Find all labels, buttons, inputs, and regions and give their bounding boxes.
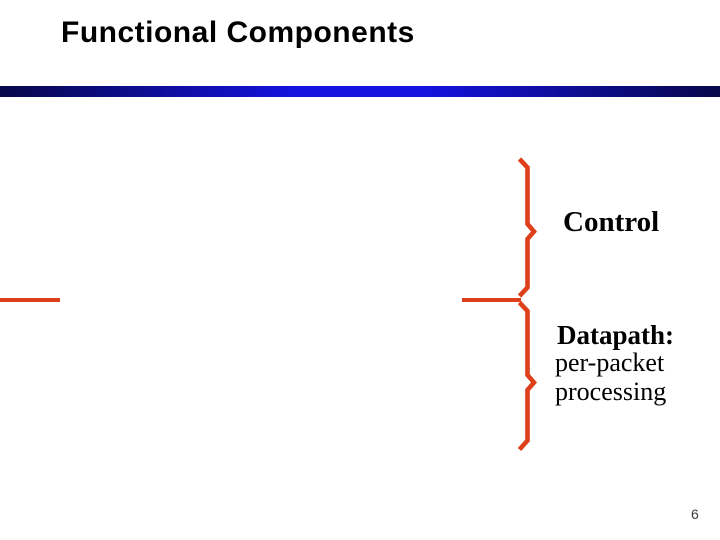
datapath-detail-line1: per-packet: [555, 348, 665, 377]
page-number: 6: [691, 506, 699, 522]
datapath-heading: Datapath:: [557, 320, 675, 350]
page-title: Functional Components: [61, 16, 415, 49]
datapath-brace-icon: [517, 300, 538, 452]
divider-line-left: [0, 298, 60, 302]
title-rule-divider: [0, 86, 720, 97]
datapath-detail-line2: processing: [555, 377, 667, 406]
control-label: Control: [563, 206, 660, 238]
divider-line-right: [462, 298, 521, 302]
datapath-detail: per-packet processing: [555, 348, 666, 406]
control-brace-icon: [517, 157, 538, 298]
